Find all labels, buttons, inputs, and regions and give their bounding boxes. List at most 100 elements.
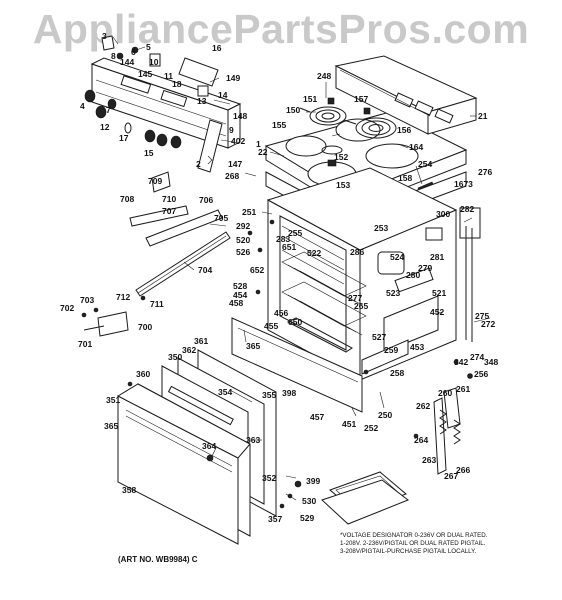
part-label: 262 <box>416 401 431 411</box>
part-label: 261 <box>456 384 471 394</box>
part-label: 253 <box>374 223 389 233</box>
part-label: 528 <box>233 281 248 291</box>
part-label: 147 <box>228 159 243 169</box>
part-label: 8 <box>111 51 116 61</box>
part-label: 158 <box>398 173 413 183</box>
part-label: 524 <box>390 252 405 262</box>
part-label: 281 <box>430 252 445 262</box>
part-label: 2 <box>196 159 201 169</box>
part-label: 9 <box>229 125 234 135</box>
part-label: 14 <box>218 90 228 100</box>
part-label: 530 <box>302 496 317 506</box>
part-label: 153 <box>336 180 351 190</box>
part-label: 708 <box>120 194 135 204</box>
part-label: 701 <box>78 339 93 349</box>
part-label: 272 <box>481 319 496 329</box>
part-label: 651 <box>282 242 297 252</box>
part-label: 451 <box>342 419 357 429</box>
part-label: 357 <box>268 514 283 524</box>
part-label: 348 <box>484 357 499 367</box>
part-label: 709 <box>148 176 163 186</box>
part-label: 265 <box>354 301 369 311</box>
part-label: 705 <box>214 213 229 223</box>
part-label: 521 <box>432 288 447 298</box>
part-label: 363 <box>246 435 261 445</box>
part-label: 364 <box>202 441 217 451</box>
part-label: 280 <box>406 270 421 280</box>
part-label: 3 <box>102 31 107 41</box>
part-label: 526 <box>236 247 251 257</box>
part-label: 268 <box>225 171 240 181</box>
art-number: (ART NO. WB9984) C <box>118 555 198 564</box>
part-label: 16 <box>212 43 222 53</box>
part-label: 355 <box>262 390 277 400</box>
part-label: 286 <box>350 247 365 257</box>
part-label: 260 <box>438 388 453 398</box>
part-label: 254 <box>418 159 433 169</box>
part-label: 12 <box>100 122 110 132</box>
part-label: 711 <box>150 299 164 309</box>
part-label: 399 <box>306 476 321 486</box>
part-label: 520 <box>236 235 251 245</box>
part-label: 1673 <box>454 179 473 189</box>
part-label: 283 <box>276 234 291 244</box>
watermark: AppliancePartsPros.com <box>32 6 530 52</box>
part-label: 351 <box>106 395 121 405</box>
part-label: 707 <box>162 206 177 216</box>
part-label: 358 <box>122 485 137 495</box>
part-label: 700 <box>138 322 153 332</box>
part-label: 362 <box>182 345 197 355</box>
part-label: 350 <box>168 352 183 362</box>
part-label: 523 <box>386 288 401 298</box>
part-label: 276 <box>478 167 493 177</box>
part-label: 1 <box>256 139 261 149</box>
part-label: 152 <box>334 152 349 162</box>
voltage-note-line: *VOLTAGE DESIGNATOR 0-236V OR DUAL RATED… <box>340 532 488 539</box>
part-label: 274 <box>470 352 485 362</box>
part-label: 10 <box>149 57 159 67</box>
leader-lines <box>112 36 491 501</box>
part-label: 22 <box>258 147 268 157</box>
part-label: 5 <box>146 42 151 52</box>
part-label: 275 <box>475 311 490 321</box>
part-label: 11 <box>164 71 173 81</box>
part-label: 155 <box>272 120 287 130</box>
part-label: 712 <box>116 292 131 302</box>
part-label: 13 <box>197 96 207 106</box>
part-label: 365 <box>246 341 261 351</box>
part-label: 702 <box>60 303 75 313</box>
part-label: 458 <box>229 298 244 308</box>
part-label: 18 <box>172 79 182 89</box>
part-label: 156 <box>397 125 412 135</box>
part-label: 277 <box>348 293 363 303</box>
part-label: 279 <box>418 263 433 273</box>
oven-door-drawing <box>116 349 461 545</box>
part-label: 703 <box>80 295 95 305</box>
part-label: 365 <box>104 421 119 431</box>
part-label: 164 <box>409 142 424 152</box>
part-label: 456 <box>274 308 289 318</box>
voltage-note: *VOLTAGE DESIGNATOR 0-236V OR DUAL RATED… <box>340 532 555 556</box>
part-label: 527 <box>372 332 387 342</box>
voltage-note-line: 3-208V/PIGTAIL-PURCHASE PIGTAIL LOCALLY. <box>340 548 477 555</box>
part-label: 259 <box>384 345 399 355</box>
part-label: 282 <box>460 204 475 214</box>
part-label: 453 <box>410 342 425 352</box>
part-label: 457 <box>310 412 325 422</box>
part-label: 15 <box>144 148 154 158</box>
part-label: 402 <box>231 136 246 146</box>
part-label: 361 <box>194 336 209 346</box>
part-label: 706 <box>199 195 214 205</box>
part-label: 704 <box>198 265 213 275</box>
part-label: 4 <box>80 101 85 111</box>
part-label: 148 <box>233 111 248 121</box>
part-label: 342 <box>454 357 469 367</box>
part-label: 255 <box>288 228 303 238</box>
part-label: 145 <box>138 69 153 79</box>
part-label: 149 <box>226 73 241 83</box>
part-label: 455 <box>264 321 279 331</box>
part-label: 17 <box>119 133 129 143</box>
part-label: 522 <box>307 248 322 258</box>
